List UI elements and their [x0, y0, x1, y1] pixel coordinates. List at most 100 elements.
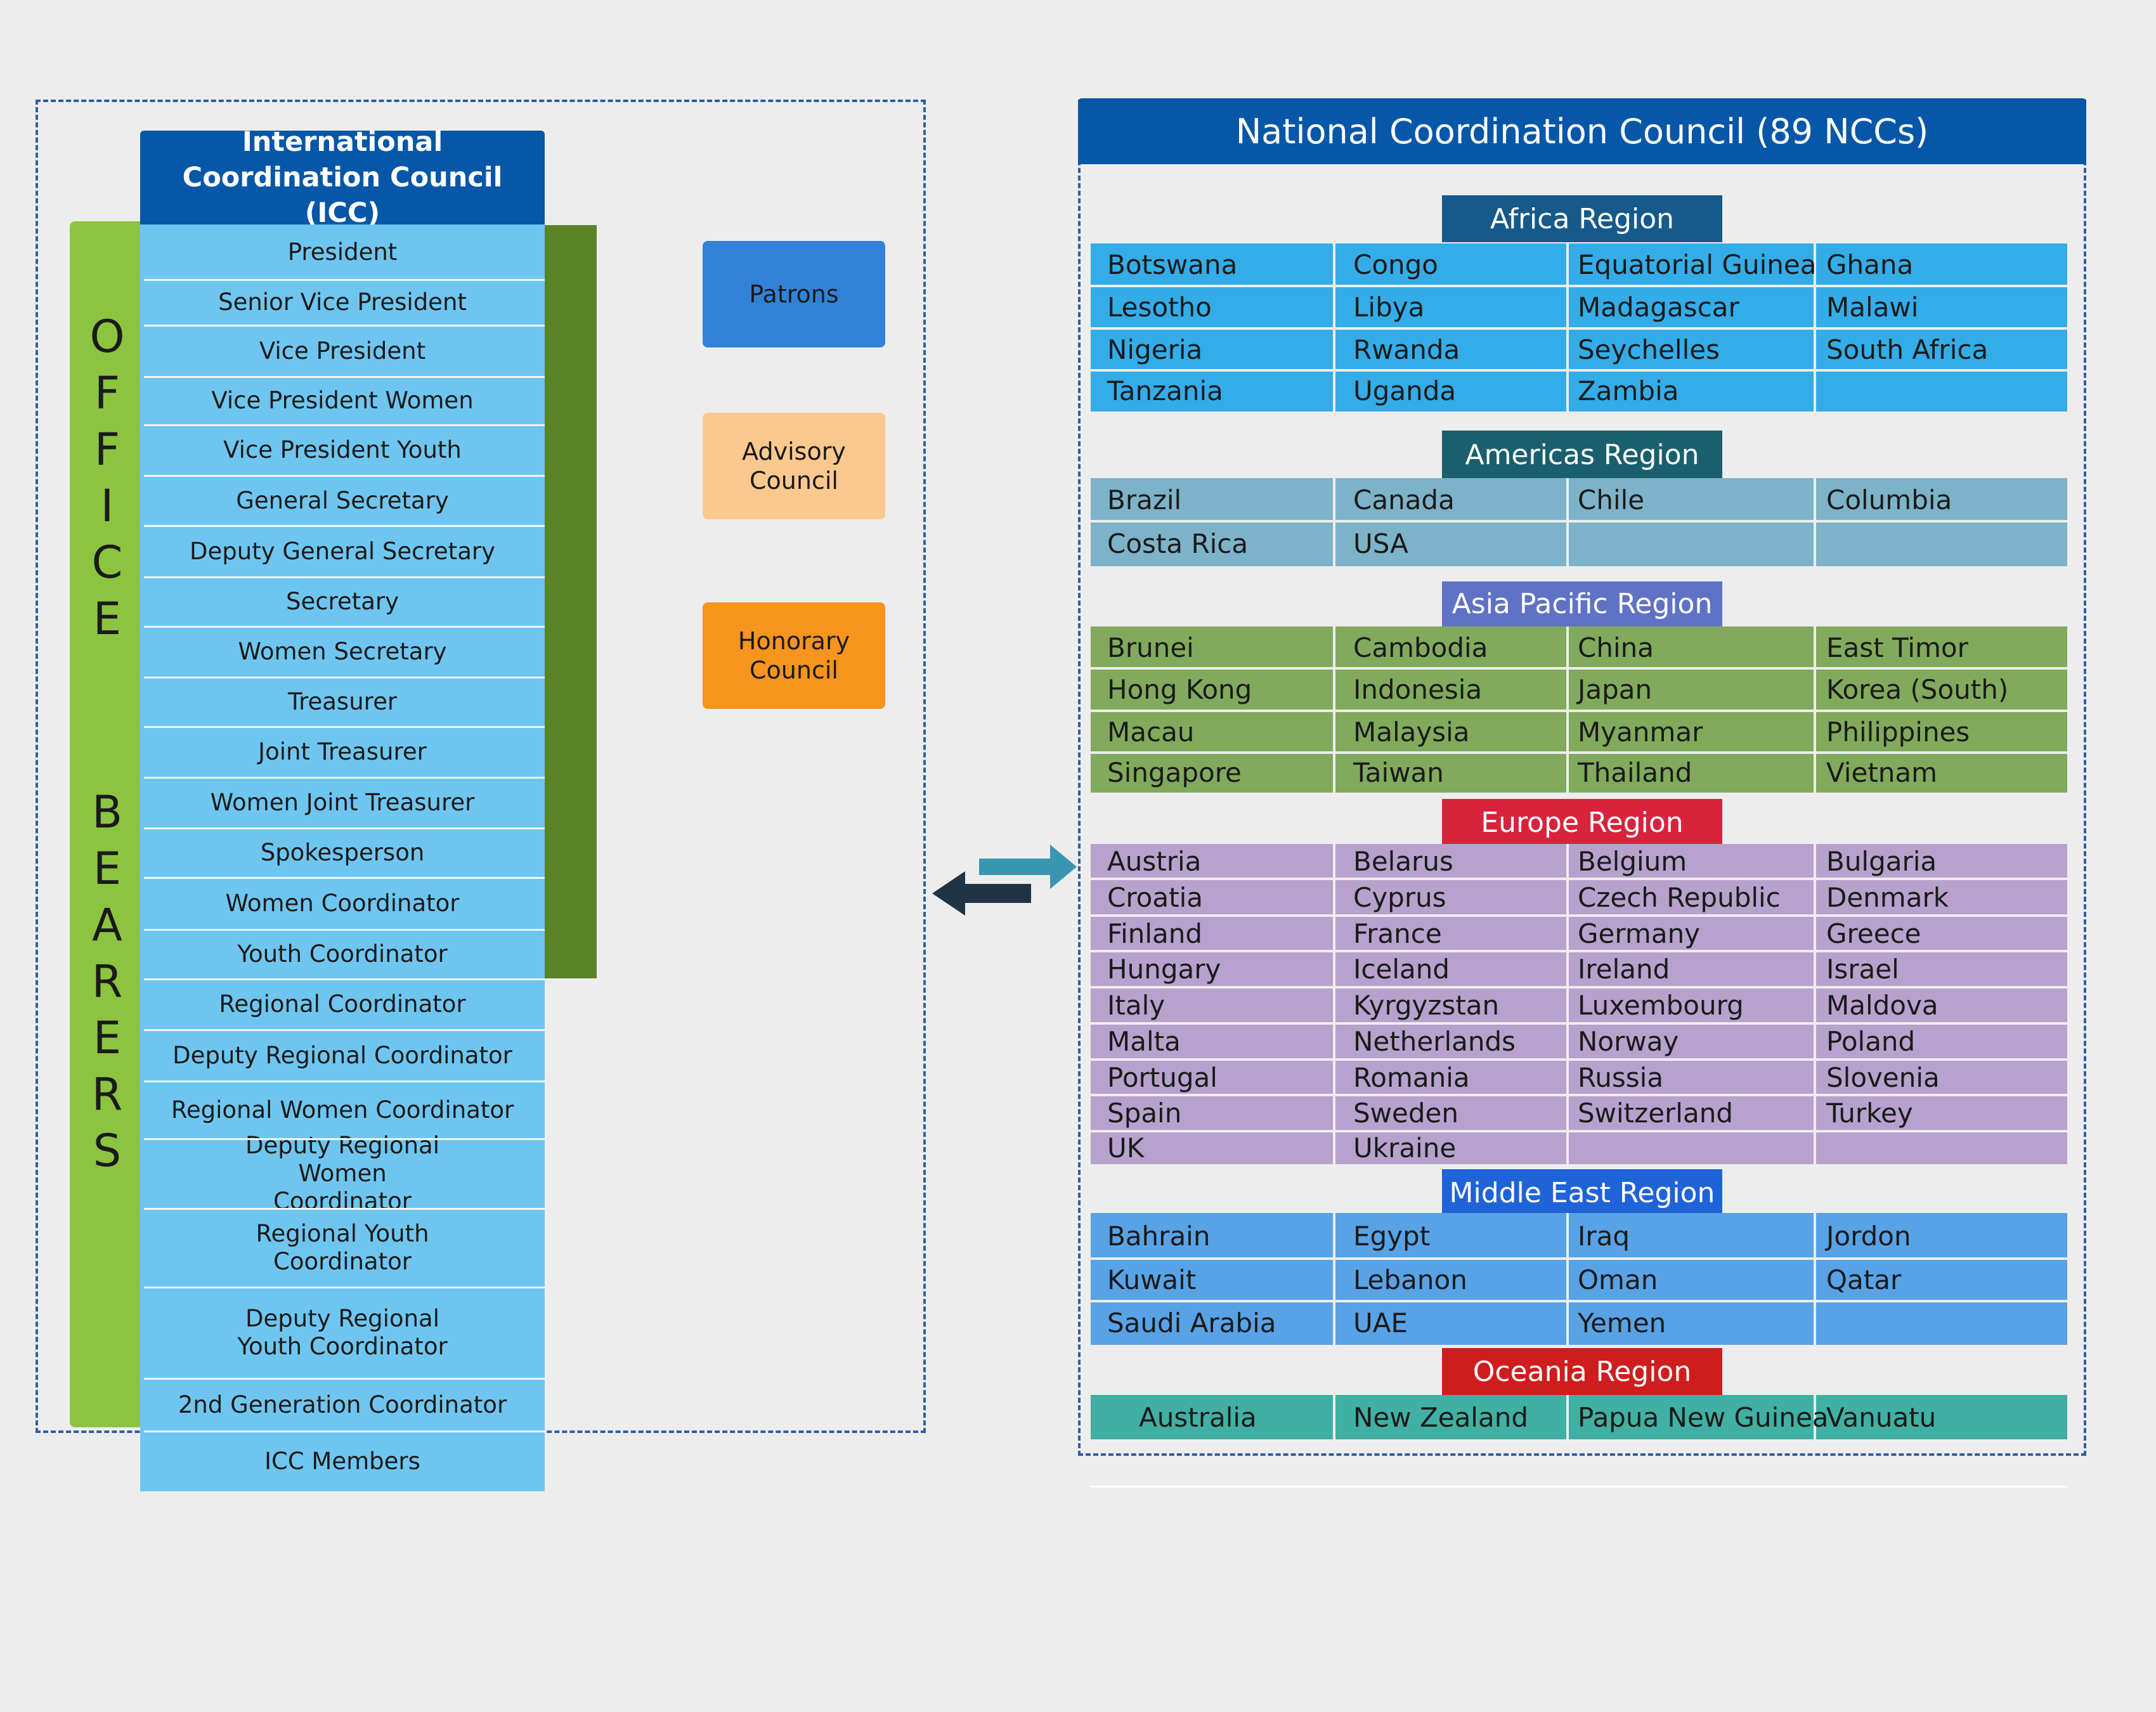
country-cell: Cambodia [1353, 632, 1488, 663]
icc-position: Regional Coordinator [140, 979, 545, 1030]
column-divider [1814, 626, 1816, 793]
country-cell: France [1353, 918, 1442, 949]
country-cell: UAE [1353, 1307, 1408, 1339]
office-bearers-letter: F [94, 424, 120, 476]
country-cell: Singapore [1107, 757, 1242, 788]
icc-separator [144, 827, 545, 829]
country-cell: South Africa [1826, 334, 1989, 365]
region-title: Asia Pacific Region [1442, 581, 1722, 626]
country-cell: Malawi [1826, 292, 1919, 323]
icc-position-label: 2nd Generation Coordinator [178, 1391, 507, 1418]
country-cell: Denmark [1826, 881, 1949, 913]
country-cell: Seychelles [1578, 334, 1720, 365]
country-cell: Russia [1578, 1061, 1664, 1093]
icc-separator [144, 677, 545, 678]
row-divider [1091, 667, 2067, 670]
country-cell: Switzerland [1578, 1098, 1733, 1129]
country-cell: Norway [1578, 1026, 1679, 1057]
country-cell: Vietnam [1826, 757, 1938, 788]
country-cell: Brazil [1107, 484, 1182, 516]
icc-green-backing [542, 225, 597, 978]
country-cell: Saudi Arabia [1107, 1307, 1276, 1339]
country-cell: Columbia [1826, 484, 1952, 516]
country-cell: China [1578, 632, 1654, 663]
country-cell: Malaysia [1353, 716, 1470, 748]
country-cell: Spain [1107, 1098, 1182, 1129]
side-box-label: Patrons [749, 280, 839, 308]
icc-separator [144, 626, 545, 628]
country-cell: Macau [1107, 716, 1195, 748]
country-cell: Australia [1139, 1401, 1257, 1433]
row-divider [1091, 1022, 2067, 1025]
icc-position: President [140, 224, 545, 280]
country-cell: Korea (South) [1826, 674, 2009, 705]
icc-position: Vice President Women [140, 377, 545, 425]
row-divider [1091, 285, 2067, 287]
country-cell: Brunei [1107, 632, 1194, 663]
icc-position: 2nd Generation Coordinator [140, 1378, 545, 1431]
country-cell: Maldova [1826, 990, 1938, 1021]
row-divider [1091, 751, 2067, 754]
column-divider [1814, 844, 1816, 1164]
country-cell: Bulgaria [1826, 846, 1937, 877]
country-cell: Romania [1353, 1061, 1470, 1093]
icc-position: Vice President Youth [140, 425, 545, 476]
icc-separator [144, 576, 545, 578]
region-title: Europe Region [1442, 799, 1722, 846]
country-cell: Uganda [1353, 375, 1457, 406]
icc-position: Secretary [140, 577, 545, 626]
icc-position-label: Regional Women Coordinator [171, 1096, 514, 1124]
country-cell: Kuwait [1107, 1264, 1197, 1295]
column-divider [1814, 1395, 1816, 1439]
country-cell: Congo [1353, 249, 1438, 280]
country-cell: Belarus [1353, 846, 1453, 877]
country-cell: Indonesia [1353, 674, 1483, 705]
side-box-label: Honorary Council [737, 627, 850, 684]
icc-position: Regional Youth Coordinator [140, 1209, 545, 1287]
country-cell: Botswana [1107, 249, 1238, 280]
icc-position-label: ICC Members [264, 1447, 420, 1475]
country-cell: Costa Rica [1107, 528, 1249, 559]
country-cell: Hong Kong [1107, 674, 1252, 705]
icc-separator [144, 1378, 545, 1380]
patrons-box: Patrons [703, 241, 885, 347]
country-cell: Madagascar [1578, 292, 1739, 323]
country-cell: Malta [1107, 1026, 1181, 1057]
office-bearers-letter: C [91, 536, 123, 588]
country-cell: Finland [1107, 918, 1203, 949]
country-cell: Japan [1578, 674, 1653, 705]
country-cell: Iceland [1353, 954, 1450, 985]
region-title: Oceania Region [1442, 1348, 1722, 1395]
icc-separator [144, 929, 545, 931]
column-divider [1566, 478, 1569, 566]
country-cell: Sweden [1353, 1098, 1458, 1129]
country-cell: Czech Republic [1578, 881, 1781, 913]
country-cell: Turkey [1826, 1098, 1913, 1129]
column-divider [1333, 243, 1335, 412]
office-bearers-letter: E [93, 843, 122, 895]
icc-position: Treasurer [140, 677, 545, 727]
country-cell: UK [1107, 1132, 1145, 1164]
country-cell: Ghana [1826, 249, 1914, 280]
row-divider [1091, 369, 2067, 372]
office-bearers-letter: E [93, 593, 122, 645]
icc-position: Spokesperson [140, 828, 545, 878]
country-cell: Cyprus [1353, 881, 1446, 913]
country-cell: Vanuatu [1826, 1401, 1937, 1433]
row-divider [1091, 1130, 2067, 1132]
country-cell: Croatia [1107, 881, 1203, 913]
row-divider [1091, 1058, 2067, 1061]
region-title: Middle East Region [1442, 1169, 1722, 1216]
icc-position-label: Women Joint Treasurer [210, 789, 475, 816]
office-bearers-letter: E [93, 1012, 122, 1064]
icc-separator [144, 1080, 545, 1082]
icc-position: Women Secretary [140, 626, 545, 677]
country-cell: Belgium [1578, 846, 1687, 877]
icc-position: Deputy General Secretary [140, 526, 545, 577]
country-cell: Luxembourg [1578, 990, 1744, 1021]
icc-position: ICC Members [140, 1431, 545, 1491]
